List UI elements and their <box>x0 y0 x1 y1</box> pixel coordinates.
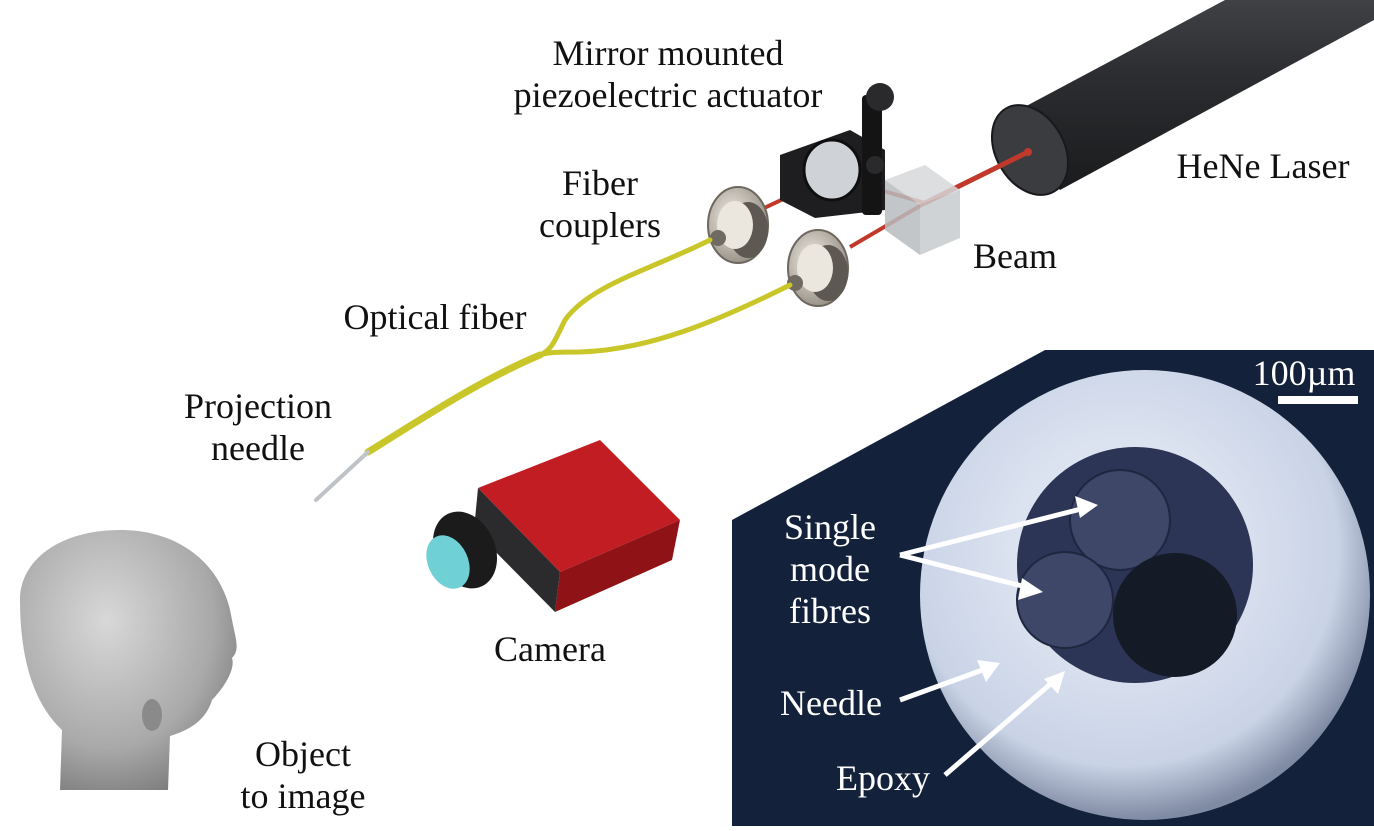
single-mode-label: Single mode fibres <box>760 506 900 632</box>
mirror-mount <box>780 83 894 218</box>
epoxy-label: Epoxy <box>836 758 930 798</box>
projection-needle-label: Projection needle <box>168 385 348 469</box>
needle-label: Needle <box>780 683 882 723</box>
single-line3: fibres <box>789 591 871 631</box>
fiber-coupler-2 <box>787 229 849 307</box>
mirror-label: Mirror mounted piezoelectric actuator <box>498 32 838 116</box>
beam-splitter-cube <box>885 165 960 255</box>
mirror-label-line1: Mirror mounted <box>552 33 784 73</box>
beam-label: Beam <box>973 236 1057 276</box>
projection-line2: needle <box>211 428 305 468</box>
microscope-inset <box>732 350 1374 826</box>
inset-arrows <box>899 496 1098 777</box>
optical-fiber <box>364 237 793 456</box>
fiber-coupler-1 <box>707 186 769 264</box>
fiber-couplers-line1: Fiber <box>562 163 638 203</box>
head-object <box>20 530 237 790</box>
single-line2: mode <box>790 549 870 589</box>
object-line1: Object <box>255 734 351 774</box>
fiber-couplers-label: Fiber couplers <box>520 162 680 246</box>
object-label: Object to image <box>218 733 388 817</box>
single-line1: Single <box>783 507 876 547</box>
optical-fiber-label: Optical fiber <box>343 297 527 337</box>
fiber-couplers-line2: couplers <box>539 205 661 245</box>
mirror-label-line2: piezoelectric actuator <box>513 75 823 115</box>
projection-needle <box>314 450 370 502</box>
hene-laser-label: HeNe Laser <box>1176 146 1350 186</box>
projection-line1: Projection <box>184 386 332 426</box>
camera-label: Camera <box>494 629 606 669</box>
object-line2: to image <box>240 776 366 816</box>
scale-bar-label: 100µm <box>1252 353 1356 393</box>
camera <box>426 440 680 612</box>
